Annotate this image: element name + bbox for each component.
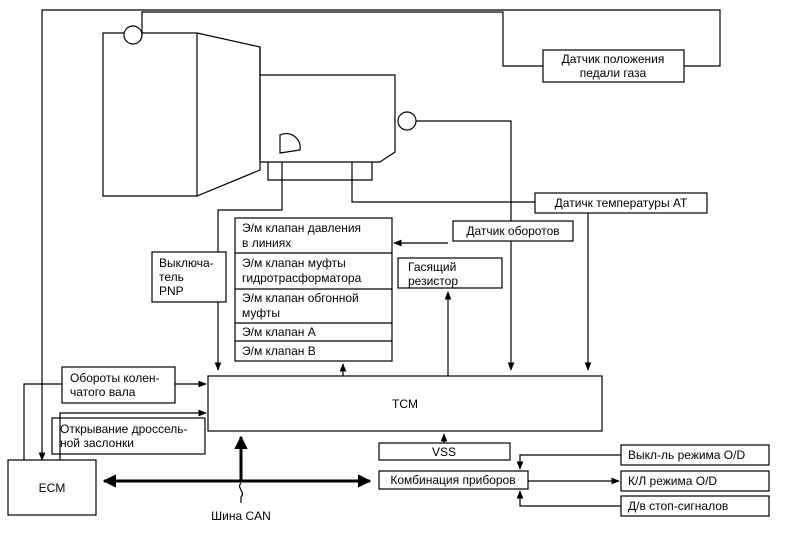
brake-switch-label: Д/в стоп-сигналов bbox=[628, 499, 728, 513]
throttle-label-2: ной заслонки bbox=[60, 436, 134, 450]
od-indicator-label: К/Л режима O/D bbox=[628, 474, 717, 488]
pedal-position-sensor: Датчик положения педали газа bbox=[542, 49, 685, 83]
throttle-opening-box: Открывание дроссель- ной заслонки bbox=[51, 417, 206, 455]
throttle-label-1: Открывание дроссель- bbox=[60, 422, 188, 436]
output-sensor-wire bbox=[416, 120, 515, 371]
crank-label-2: чатого вала bbox=[70, 385, 136, 399]
brake-switch: Д/в стоп-сигналов bbox=[620, 495, 770, 517]
resistor-label-1: Гасящий bbox=[408, 260, 456, 274]
brake-switch-wire bbox=[516, 490, 621, 507]
at-temperature-sensor: Датичк температуры AT bbox=[534, 192, 708, 214]
speed-sensor-label: Датчик оборотов bbox=[466, 224, 559, 238]
od-switch-label: Выкл-ль режима O/D bbox=[628, 448, 745, 462]
crank-from-ecm bbox=[23, 383, 62, 460]
tcm-block: TCM bbox=[207, 375, 603, 432]
cluster-label: Комбинация приборов bbox=[390, 473, 515, 487]
speed-sensor-circle-icon bbox=[123, 25, 143, 45]
output-sensor-circle-icon bbox=[397, 111, 417, 131]
at-temp-wire bbox=[351, 162, 535, 203]
od-switch-wire bbox=[516, 454, 621, 470]
transmission-drawing bbox=[102, 25, 417, 197]
damping-resistor: Гасящий резистор bbox=[397, 257, 503, 289]
pedal-sensor-label-1: Датчик положения bbox=[562, 52, 665, 66]
vss-block: VSS bbox=[378, 442, 511, 461]
pnp-label-3: PNP bbox=[159, 284, 184, 298]
solenoid-stack: Э/м клапан давления в линиях Э/м клапан … bbox=[234, 217, 393, 362]
solenoid-a-label: Э/м клапан A bbox=[242, 325, 316, 339]
can-bus: Шина CAN bbox=[102, 435, 372, 523]
at-temp-label: Датичк температуры AT bbox=[555, 196, 688, 210]
pedal-sensor-label-2: педали газа bbox=[580, 66, 647, 80]
speed-sensor: Датчик оборотов bbox=[452, 220, 574, 242]
od-indicator: К/Л режима O/D bbox=[620, 470, 770, 492]
solenoid-3-line-2: муфты bbox=[242, 306, 280, 320]
pnp-switch: Выключа- тель PNP bbox=[151, 251, 227, 303]
ecm-block: ECM bbox=[7, 459, 97, 516]
pnp-label-2: тель bbox=[159, 270, 184, 284]
solenoid-2-line-1: Э/м клапан муфты bbox=[242, 256, 346, 270]
od-switch: Выкл-ль режима O/D bbox=[620, 444, 770, 466]
crank-label-1: Обороты колен- bbox=[70, 371, 160, 385]
ecm-label: ECM bbox=[39, 481, 66, 495]
vss-label: VSS bbox=[432, 445, 456, 459]
instrument-cluster: Комбинация приборов bbox=[378, 470, 529, 490]
pedal-sensor-wiring bbox=[38, 9, 721, 461]
solenoid-3-line-1: Э/м клапан обгонной bbox=[242, 291, 359, 305]
tcm-label: TCM bbox=[392, 397, 418, 411]
can-bus-label: Шина CAN bbox=[211, 509, 271, 523]
solenoid-1-line-2: в линиях bbox=[242, 236, 291, 250]
solenoid-2-line-2: гидротрасформатора bbox=[242, 271, 362, 285]
solenoid-1-line-1: Э/м клапан давления bbox=[242, 221, 361, 235]
pnp-label-1: Выключа- bbox=[159, 256, 214, 270]
solenoid-b-label: Э/м клапан B bbox=[242, 344, 316, 358]
throttle-to-tcm bbox=[59, 409, 207, 460]
resistor-label-2: резистор bbox=[408, 274, 458, 288]
crank-speed-box: Обороты колен- чатого вала bbox=[61, 366, 176, 404]
